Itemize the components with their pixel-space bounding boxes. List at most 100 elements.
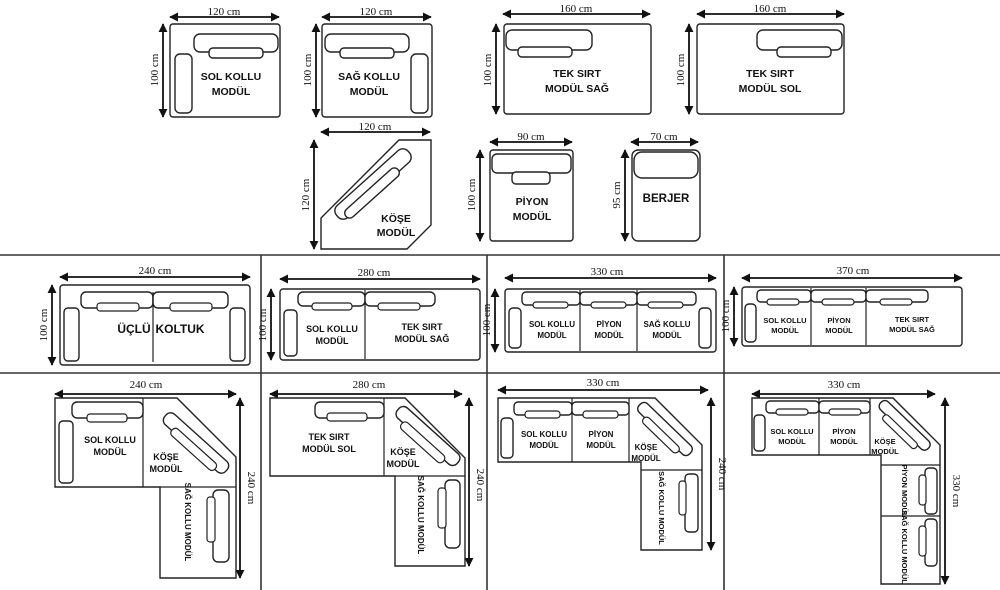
seat-cushion bbox=[647, 301, 684, 309]
armrest bbox=[744, 303, 757, 343]
armrest bbox=[58, 420, 74, 484]
module-name-line-1: SAĞ KOLLU bbox=[643, 320, 690, 329]
module-name-line-2: MODÜL SAĞ bbox=[545, 82, 609, 95]
depth-label: 100 cm bbox=[149, 53, 161, 86]
module-name-line-2: MODÜL bbox=[537, 331, 566, 340]
module-tek-sirt-sol: 160 cm 100 cm TEK SIRT MODÜL SOL bbox=[675, 3, 845, 115]
depth-label: 240 cm bbox=[474, 469, 486, 502]
armrest bbox=[500, 417, 514, 459]
module-name-line-1: PİYON bbox=[832, 427, 855, 436]
module-name-line-1: KÖŞE bbox=[381, 212, 411, 225]
back-cushion bbox=[633, 151, 699, 179]
back-cushion bbox=[444, 479, 461, 549]
module-name-line-2: MODÜL bbox=[771, 326, 799, 335]
module-name-line-2: MODÜL SOL bbox=[302, 444, 356, 454]
module-kose: 120 cm 120 cm KÖŞE MODÜL bbox=[300, 121, 432, 250]
module-name-line-2: MODÜL bbox=[825, 326, 853, 335]
armrest bbox=[508, 307, 522, 349]
seat-cushion bbox=[775, 408, 809, 416]
module-name-line-1: KÖŞE bbox=[874, 437, 895, 446]
width-label: 120 cm bbox=[359, 121, 392, 133]
module-name-line-1: SOL KOLLU bbox=[770, 427, 813, 436]
depth-label: 100 cm bbox=[38, 308, 50, 341]
module-name-line-1: PİYON bbox=[827, 316, 850, 325]
sofa-name-uclu: ÜÇLÜ bbox=[117, 321, 150, 336]
width-label: 330 cm bbox=[828, 379, 861, 391]
back-cushion bbox=[684, 473, 699, 533]
module-piyon: 90 cm 100 cm PİYON MODÜL bbox=[466, 131, 574, 242]
seat-cushion bbox=[821, 298, 855, 306]
module-tek-sirt-sag: 160 cm 100 cm TEK SIRT MODÜL SAĞ bbox=[482, 3, 652, 115]
seat-cushion bbox=[882, 414, 918, 450]
module-name-line-1: KÖŞE bbox=[635, 443, 658, 452]
seat-cushion bbox=[766, 298, 800, 306]
module-name-line-2: MODÜL bbox=[586, 441, 615, 450]
module-name-line-1: TEK SIRT bbox=[553, 68, 601, 80]
width-label: 120 cm bbox=[208, 6, 241, 18]
config-sol-piyon-sag-330: 330 cm 100 cm SOL KOLLU MODÜL PİYON MODÜ… bbox=[481, 266, 717, 353]
width-label: 330 cm bbox=[587, 377, 620, 389]
module-berjer: 70 cm 95 cm BERJER bbox=[611, 131, 701, 242]
config-sol-kollu-tek-sirt-280: 280 cm 100 cm SOL KOLLU MODÜL TEK SIRT M… bbox=[257, 267, 481, 361]
seat-cushion bbox=[918, 525, 927, 557]
depth-label: 100 cm bbox=[302, 53, 314, 86]
module-name-line-1: SOL KOLLU bbox=[529, 320, 575, 329]
config-uclu-koltuk-240: 240 cm 100 cm ÜÇLÜ KOLTUK bbox=[38, 265, 251, 366]
module-sol-kollu: 120 cm 100 cm SOL KOLLU MODÜL bbox=[149, 6, 281, 118]
module-name-vertical: SAĞ KOLLU MODÜL bbox=[416, 476, 425, 555]
module-name-line-1: SOL KOLLU bbox=[306, 324, 358, 334]
seat-cushion bbox=[96, 302, 140, 312]
config-corner-240x240: 240 cm 240 cm SOL KOLLU MODÜL KÖŞE MODÜL… bbox=[54, 379, 257, 579]
seat-cushion bbox=[326, 412, 368, 422]
module-name-vertical: SAĞ KOLLU MODÜL bbox=[183, 483, 192, 562]
module-name-line-2: MODÜL bbox=[316, 336, 349, 346]
width-label: 90 cm bbox=[517, 131, 545, 143]
back-cushion bbox=[924, 518, 938, 567]
depth-label: 240 cm bbox=[716, 458, 728, 491]
module-name-vertical: SAĞ KOLLU MODÜL bbox=[657, 471, 666, 545]
module-name-line-1: SAĞ KOLLU bbox=[338, 70, 400, 83]
module-name-line-2: MODÜL bbox=[594, 331, 623, 340]
back-cushion bbox=[491, 153, 572, 174]
module-name-line-1: TEK SIRT bbox=[746, 68, 794, 80]
module-name-line-1: PİYON bbox=[597, 320, 622, 329]
seat-cushion bbox=[377, 302, 421, 311]
back-cushion bbox=[924, 467, 938, 515]
armrest bbox=[698, 307, 712, 349]
module-name-line-1: SOL KOLLU bbox=[763, 316, 806, 325]
seat-cushion bbox=[879, 298, 913, 306]
module-name-line-2: MODÜL bbox=[631, 454, 660, 463]
seat-cushion bbox=[828, 408, 862, 416]
module-name-line-1: SOL KOLLU bbox=[521, 430, 567, 439]
module-name-line-1: TEK SIRT bbox=[308, 432, 350, 442]
depth-label: 100 cm bbox=[482, 53, 494, 86]
seat-cushion bbox=[86, 413, 128, 423]
left-armrest bbox=[63, 307, 80, 362]
module-name-line-1: SOL KOLLU bbox=[201, 71, 261, 83]
module-name-line-2: MODÜL SAĞ bbox=[889, 325, 935, 334]
depth-label: 240 cm bbox=[245, 472, 257, 505]
sofa-frame bbox=[497, 397, 703, 551]
config-corner-330x330: 330 cm 330 cm SOL KOLLU MODÜL PİYON MODÜ… bbox=[751, 379, 962, 585]
sofa-frame bbox=[269, 397, 466, 567]
width-label: 160 cm bbox=[560, 3, 593, 15]
module-name-line-1: TEK SIRT bbox=[401, 322, 443, 332]
module-name-line-2: MODÜL bbox=[350, 85, 389, 98]
config-corner-330x240: 330 cm 240 cm SOL KOLLU MODÜL PİYON MODÜ… bbox=[497, 377, 728, 551]
module-name-line-1: TEK SIRT bbox=[895, 315, 930, 324]
seat-cushion bbox=[590, 301, 627, 309]
seat-cushion bbox=[532, 301, 569, 309]
width-label: 120 cm bbox=[360, 6, 393, 18]
seat-cushion bbox=[678, 480, 687, 516]
armrest bbox=[174, 53, 193, 114]
seat-cushion bbox=[208, 47, 264, 59]
module-name-line-2: MODÜL bbox=[377, 226, 416, 239]
seat-cushion bbox=[524, 410, 561, 419]
width-label: 70 cm bbox=[650, 131, 678, 143]
seat-cushion bbox=[169, 302, 213, 312]
seat-cushion bbox=[170, 427, 218, 472]
width-label: 330 cm bbox=[591, 266, 624, 278]
seat-cushion bbox=[776, 46, 832, 58]
config-corner-280x240: 280 cm 240 cm TEK SIRT MODÜL SOL KÖŞE MO… bbox=[269, 379, 486, 567]
width-label: 240 cm bbox=[130, 379, 163, 391]
